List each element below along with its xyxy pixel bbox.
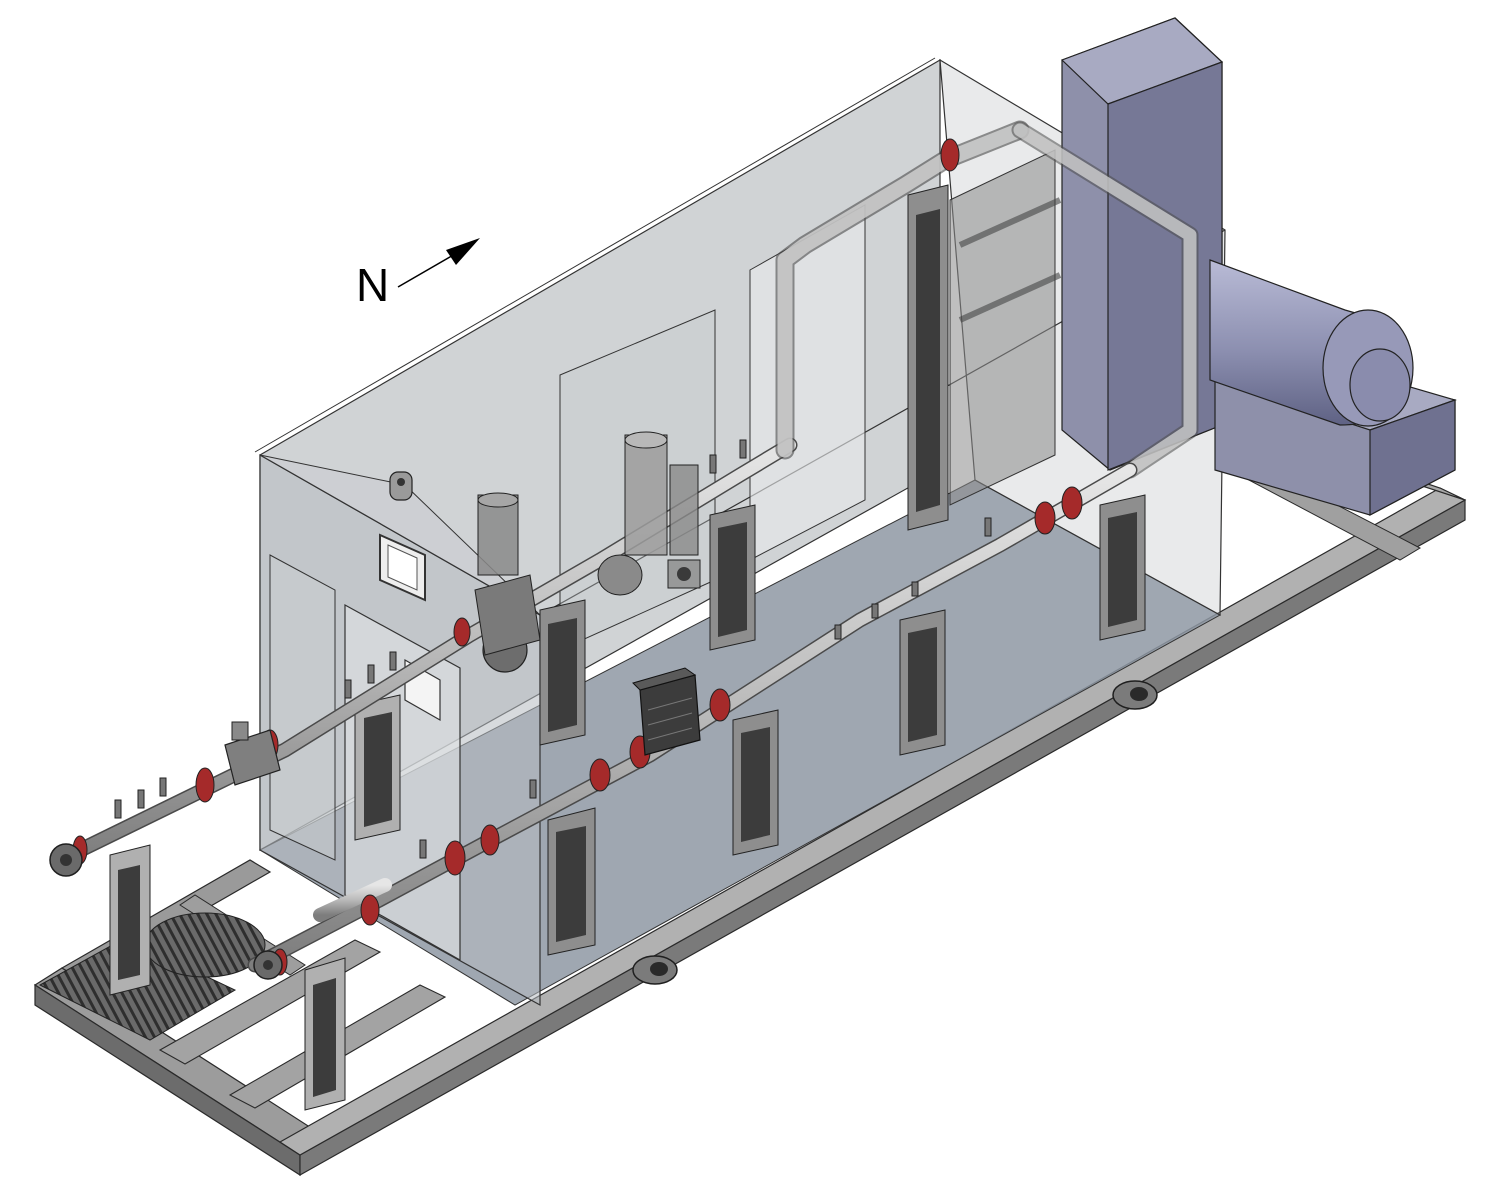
actuator-box	[667, 559, 701, 589]
pipe-support	[354, 694, 401, 841]
pipe-support	[539, 599, 586, 746]
flow-meter	[632, 667, 701, 756]
pipe-support	[547, 807, 596, 956]
pipe-supports	[109, 184, 1146, 1111]
north-arrow	[397, 238, 480, 288]
pipe-support	[732, 709, 779, 856]
pressure-regulator-2	[597, 431, 699, 596]
storage-tank	[1209, 259, 1457, 516]
check-valve	[224, 721, 281, 786]
pipe-support	[109, 844, 151, 996]
instrument-taps	[114, 439, 992, 859]
inlet-blind-flanges	[49, 843, 283, 980]
pipe-support	[899, 609, 946, 756]
pipe-support	[709, 504, 756, 651]
north-arrow-label: N	[356, 259, 390, 311]
pipe-support	[304, 957, 346, 1111]
pipe-support	[907, 184, 949, 531]
pipe-support	[1099, 494, 1146, 641]
pressure-regulator-1	[474, 492, 541, 673]
